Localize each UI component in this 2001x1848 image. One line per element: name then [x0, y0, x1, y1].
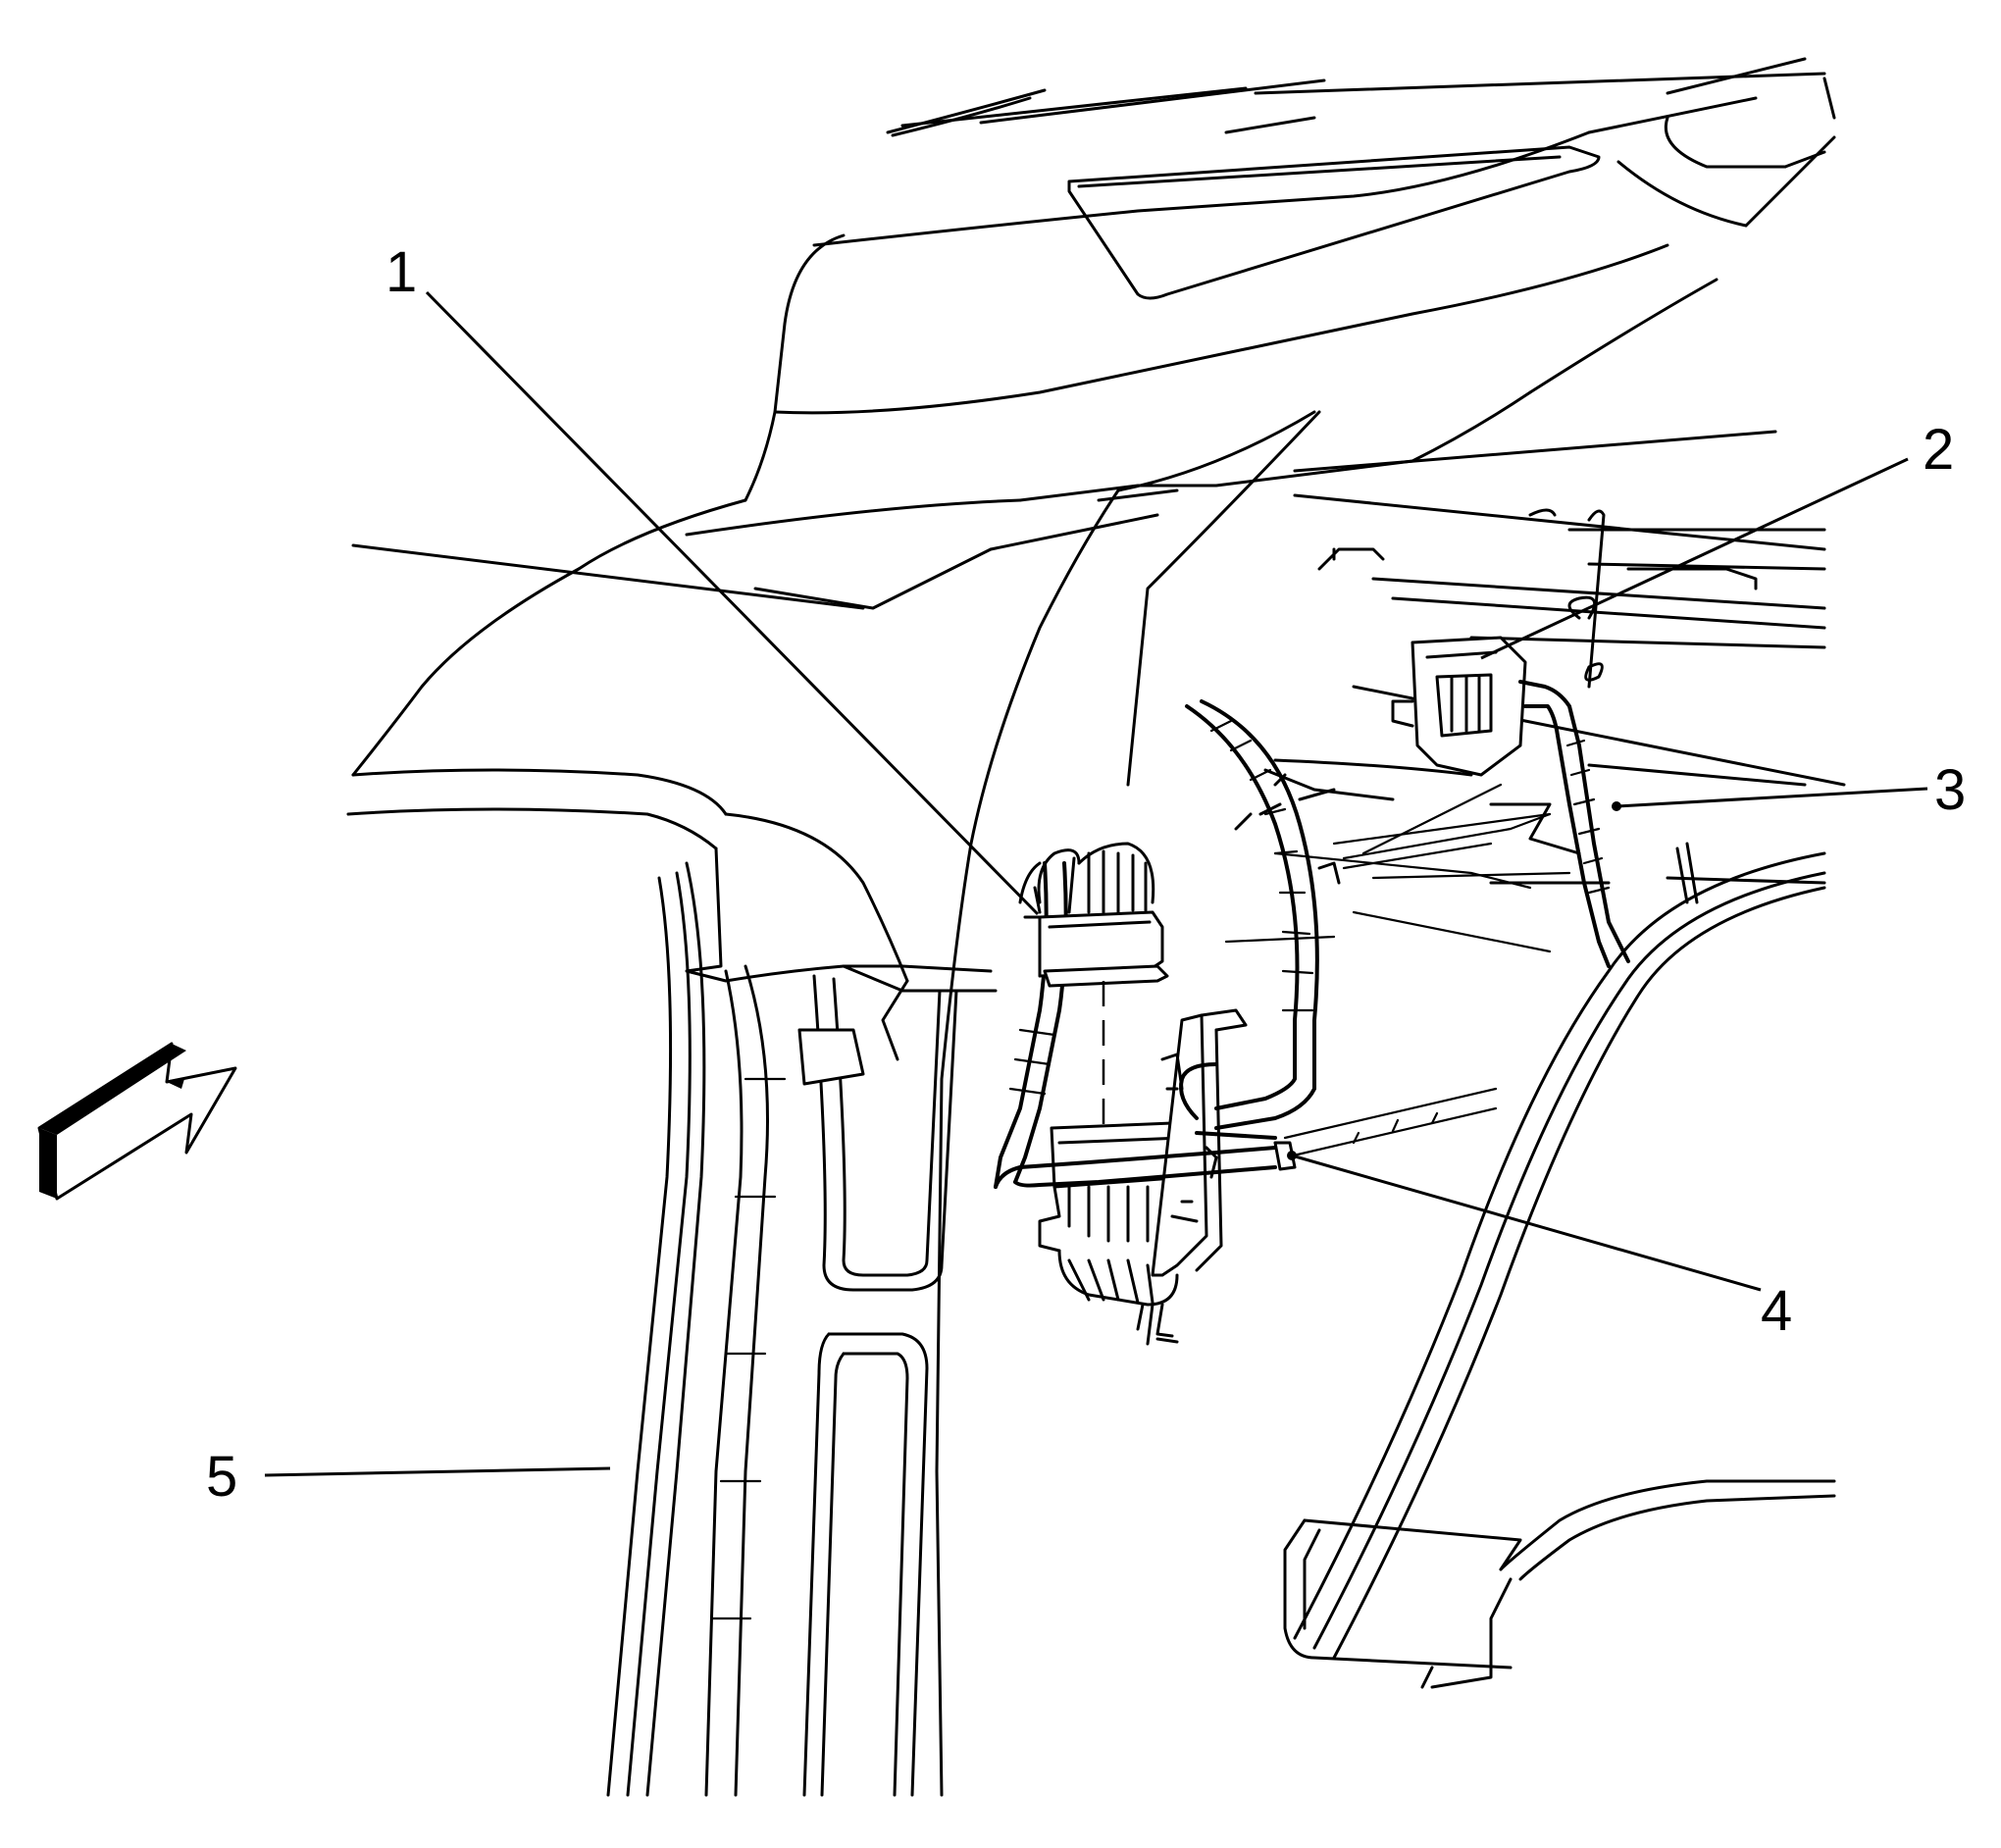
upper-right-connector	[1317, 547, 1630, 968]
leader-2	[1480, 457, 1909, 660]
inner-pillar-panel	[797, 974, 958, 1797]
leader-1	[425, 290, 1040, 916]
roof-rail-sweep	[351, 278, 1719, 777]
forward-view-arrow-icon	[37, 1042, 237, 1201]
harness-lower-run	[994, 1062, 1498, 1189]
door-opening-seal	[606, 861, 787, 1797]
callout-3: 3	[1934, 758, 1966, 822]
leader-4	[1291, 1154, 1762, 1292]
leader-4-dot	[1287, 1151, 1297, 1160]
leader-3	[1616, 787, 1928, 808]
leader-5	[264, 1466, 611, 1477]
harness-conduit	[1185, 699, 1319, 1130]
callout-2: 2	[1923, 418, 1954, 482]
callout-1: 1	[385, 240, 417, 304]
overhead-lamp	[1067, 145, 1601, 300]
wheelhouse-arch	[1283, 851, 1836, 1689]
leader-3-dot	[1612, 801, 1621, 811]
lower-connector-assembly	[1038, 1008, 1248, 1346]
upper-connector	[1018, 842, 1169, 988]
callout-labels: 1 2 3 4 5	[206, 240, 1966, 1509]
callout-5: 5	[206, 1445, 237, 1509]
c-pillar-trim	[346, 410, 1321, 1797]
leader-lines	[264, 290, 1928, 1477]
callout-4: 4	[1761, 1279, 1792, 1343]
headliner-panel	[577, 57, 1836, 571]
